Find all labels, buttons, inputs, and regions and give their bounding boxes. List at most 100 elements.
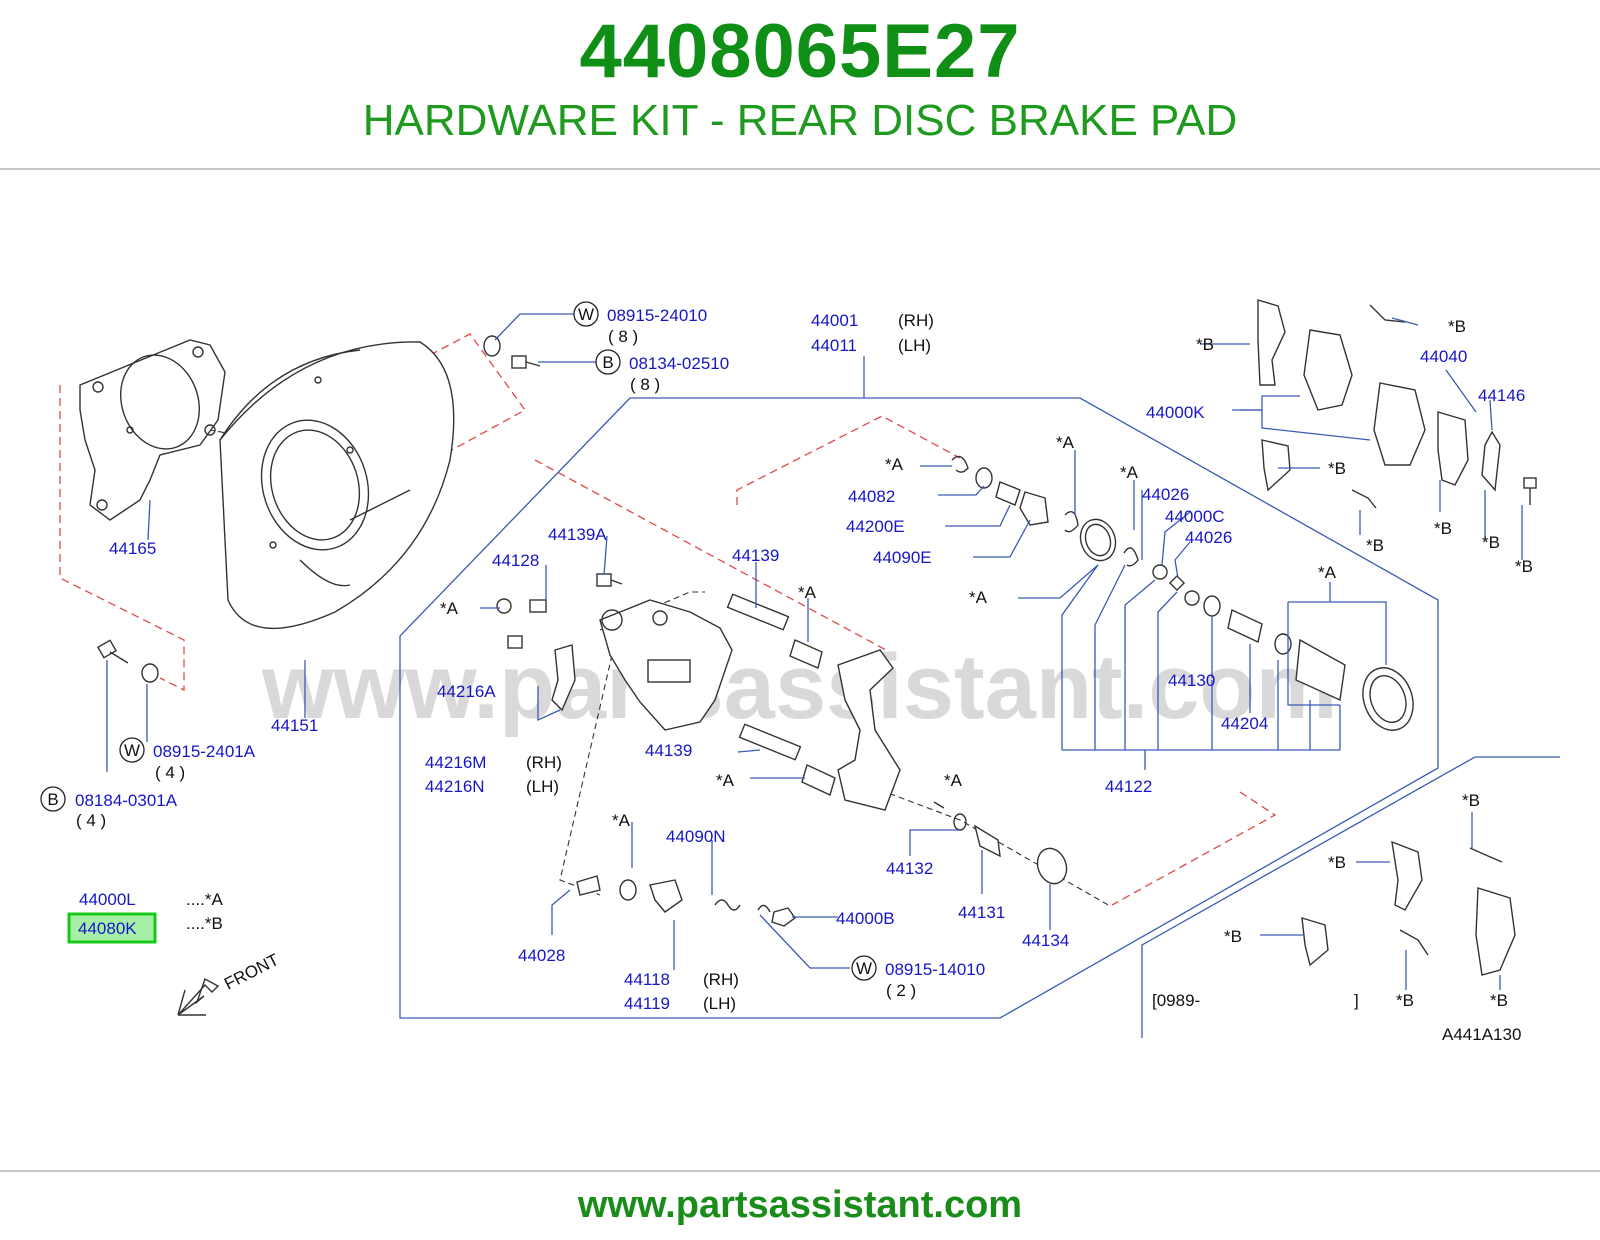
w1-code: W: [578, 305, 594, 324]
part-label-08915-2401a[interactable]: 08915-2401A: [153, 742, 256, 761]
bolt-code-badge: [40, 786, 66, 812]
bolt-code-badge: [595, 349, 621, 375]
bolt-shape: [511, 355, 541, 369]
legend-part-44080k[interactable]: 44080K: [78, 919, 137, 938]
part-label-44119[interactable]: 44119: [624, 994, 670, 1013]
ref-mark-b: *B: [1482, 533, 1500, 552]
pad-kit-frame: [1141, 756, 1560, 1038]
part-label-44001[interactable]: 44001: [811, 311, 858, 330]
caliper-bracket-part: [837, 649, 901, 811]
part-label-44040[interactable]: 44040: [1420, 347, 1467, 366]
part-label-44134[interactable]: 44134: [1022, 931, 1069, 950]
part-label-08915-24010[interactable]: 08915-24010: [607, 306, 707, 325]
ref-mark-a: *A: [440, 599, 459, 618]
washer-code-badge: [119, 737, 145, 763]
footer-divider: [0, 1170, 1600, 1172]
part-label-08184-0301a[interactable]: 08184-0301A: [75, 791, 178, 810]
ref-mark-b: *B: [1396, 991, 1414, 1010]
highlighted-part-box: [67, 912, 157, 944]
guide-dashed-bleeder: [1111, 791, 1277, 906]
part-label-44128[interactable]: 44128: [492, 551, 539, 570]
footer-url[interactable]: www.partsassistant.com: [577, 1184, 1023, 1226]
dust-shield-part: [219, 341, 455, 630]
b2-code: B: [47, 790, 58, 809]
w3-code: W: [856, 959, 872, 978]
bolt-shape: [96, 639, 129, 664]
part-label-44216m[interactable]: 44216M: [425, 753, 486, 772]
side-label: (RH): [898, 311, 934, 330]
part-label-44131[interactable]: 44131: [958, 903, 1005, 922]
legend-ref-a: ....*A: [186, 890, 224, 909]
part-label-44132[interactable]: 44132: [886, 859, 933, 878]
ref-mark-b: *B: [1434, 519, 1452, 538]
bleeder-cap-shape: [496, 598, 512, 614]
part-label-44028[interactable]: 44028: [518, 946, 565, 965]
date-range-start: [0989-: [1152, 991, 1200, 1010]
part-label-44139a[interactable]: 44139A: [548, 525, 607, 544]
part-label-44090e[interactable]: 44090E: [873, 548, 932, 567]
ref-mark-a: *A: [716, 771, 735, 790]
ref-mark-b: *B: [1328, 853, 1346, 872]
part-label-44000b[interactable]: 44000B: [836, 909, 895, 928]
part-label-44146[interactable]: 44146: [1478, 386, 1525, 405]
legend-ref-b: ....*B: [186, 914, 223, 933]
axis-dashed-pin: [559, 654, 613, 896]
ref-mark-b: *B: [1328, 459, 1346, 478]
piston-stack-parts: [951, 455, 1414, 731]
part-label-44026[interactable]: 44026: [1185, 528, 1232, 547]
guide-dashed-piston: [736, 415, 961, 505]
ref-mark-b: *B: [1490, 991, 1508, 1010]
b1-code: B: [602, 353, 613, 372]
bolt-shape: [529, 599, 547, 613]
part-label-44118[interactable]: 44118: [624, 970, 670, 989]
part-label-44139[interactable]: 44139: [645, 741, 692, 760]
ref-mark-a: *A: [1318, 563, 1337, 582]
part-label-44090n[interactable]: 44090N: [666, 827, 726, 846]
qty-label: ( 2 ): [886, 981, 916, 1000]
bolt-shape: [507, 635, 523, 649]
qty-label: ( 4 ): [76, 811, 106, 830]
ref-mark-a: *A: [1120, 463, 1139, 482]
side-label: (LH): [703, 994, 736, 1013]
part-description: HARDWARE KIT - REAR DISC BRAKE PAD: [362, 96, 1238, 145]
qty-label: ( 4 ): [155, 763, 185, 782]
side-label: (RH): [526, 753, 562, 772]
legend-part-44000l[interactable]: 44000L: [79, 890, 136, 909]
brake-pad-parts: [1257, 299, 1537, 509]
part-label-44026[interactable]: 44026: [1142, 485, 1189, 504]
part-label-44122[interactable]: 44122: [1105, 777, 1152, 796]
ref-mark-b: *B: [1515, 557, 1533, 576]
part-label-44165[interactable]: 44165: [109, 539, 156, 558]
front-arrow-icon: [177, 977, 220, 1016]
part-label-08915-14010[interactable]: 08915-14010: [885, 960, 985, 979]
backing-plate-part: [79, 339, 226, 521]
part-label-44082[interactable]: 44082: [848, 487, 895, 506]
part-label-44000c[interactable]: 44000C: [1165, 507, 1225, 526]
ref-mark-b: *B: [1224, 927, 1242, 946]
part-label-44216a[interactable]: 44216A: [437, 682, 496, 701]
part-label-44130[interactable]: 44130: [1168, 671, 1215, 690]
ref-mark-a: *A: [1056, 433, 1075, 452]
part-label-44139[interactable]: 44139: [732, 546, 779, 565]
pad-kit-parts: [1301, 840, 1516, 976]
ref-mark-b: *B: [1448, 317, 1466, 336]
bleeder-parts: [933, 801, 1068, 885]
lever-bracket-part: [551, 644, 576, 712]
ref-mark-a: *A: [969, 588, 988, 607]
part-label-44011[interactable]: 44011: [811, 336, 857, 355]
part-label-44000k[interactable]: 44000K: [1146, 403, 1205, 422]
header-divider: [0, 168, 1600, 170]
washer-shape: [141, 663, 159, 683]
part-label-44200e[interactable]: 44200E: [846, 517, 905, 536]
guide-pin-part: [738, 723, 802, 761]
ref-mark-a: *A: [798, 583, 817, 602]
part-label-44216n[interactable]: 44216N: [425, 777, 485, 796]
guide-dashed-shield: [429, 333, 526, 463]
figure-code: A441A130: [1442, 1025, 1521, 1044]
side-label: (RH): [703, 970, 739, 989]
ref-mark-a: *A: [612, 811, 631, 830]
part-label-08134-02510[interactable]: 08134-02510: [629, 354, 729, 373]
part-label-44151[interactable]: 44151: [271, 716, 318, 735]
part-label-44204[interactable]: 44204: [1221, 714, 1268, 733]
ref-mark-b: *B: [1366, 536, 1384, 555]
